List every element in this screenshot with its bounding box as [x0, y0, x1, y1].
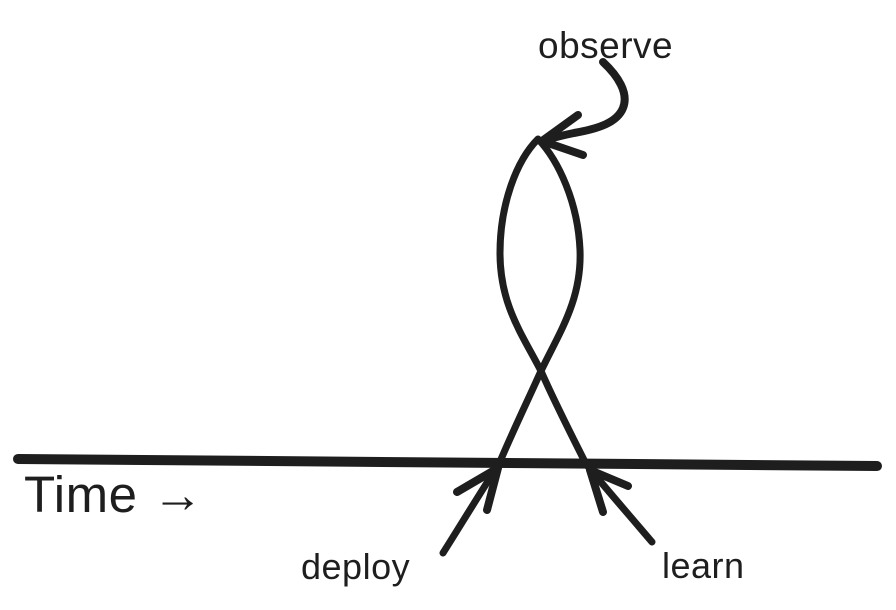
label-deploy: deploy [301, 546, 411, 587]
deploy-arrowhead-icon [453, 464, 502, 514]
observe-arrowhead-icon [538, 111, 587, 159]
timeline-line [13, 454, 882, 471]
label-observe: observe [538, 25, 674, 66]
label-learn: learn [662, 545, 745, 586]
deploy-learn-loop-path [439, 135, 656, 557]
learn-arrowhead-icon [586, 466, 632, 516]
observe-arrow-curve [538, 58, 629, 145]
time-axis-label: Time → [24, 466, 204, 523]
